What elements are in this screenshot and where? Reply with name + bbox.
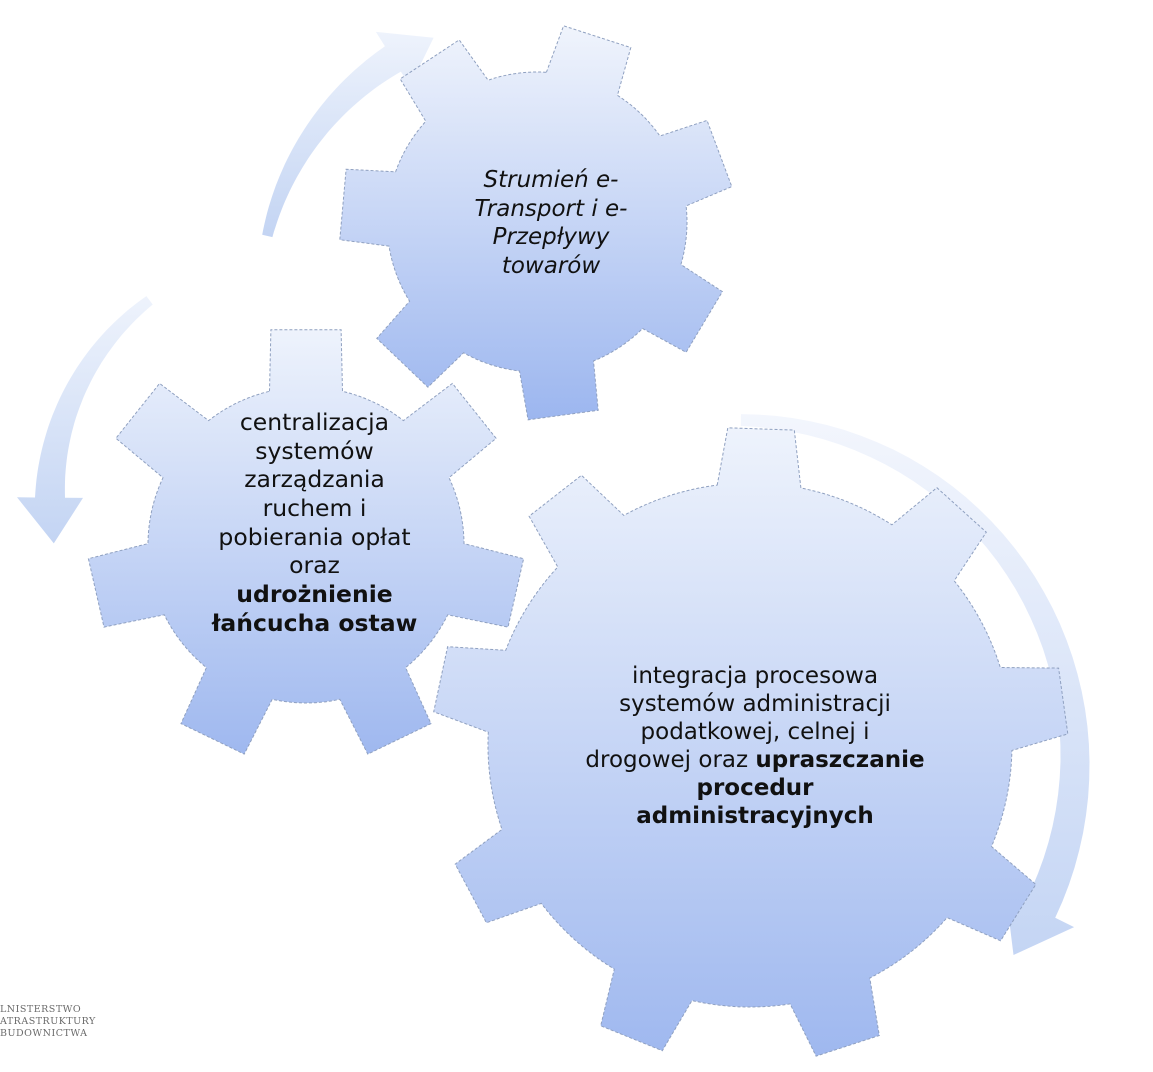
gear-right-line: integracja procesowa — [631, 663, 879, 689]
gear-left-line: zarządzania — [244, 465, 385, 494]
gear-left-bold-line: udrożnienie — [236, 579, 393, 608]
gear-right-bold-line: administracyjnych — [636, 803, 874, 830]
gear-right — [433, 427, 1069, 1057]
arrow-left-icon — [17, 296, 153, 544]
gear-left-label: centralizacja systemów zarządzania ruche… — [187, 408, 442, 637]
gear-right-line: podatkowej, celnej i — [640, 719, 870, 746]
gear-top-line: Strumień e- — [483, 167, 619, 193]
gear-top-line: towarów — [501, 252, 601, 279]
gear-left-bold-line: łańcucha ostaw — [211, 608, 418, 637]
gear-right-bold-line: procedur — [696, 775, 814, 802]
ministry-logo: LNISTERSTWO ATRASTRUKTURY BUDOWNICTWA — [0, 1004, 130, 1040]
gear-left — [87, 329, 525, 755]
gear-left-line: ruchem i — [262, 493, 367, 522]
gear-top — [339, 25, 733, 421]
logo-line: ATRASTRUKTURY — [0, 1016, 96, 1028]
logo-line: BUDOWNICTWA — [0, 1028, 88, 1040]
gear-top-label: Strumień e- Transport i e- Przepływy tow… — [442, 166, 660, 280]
arrow-top-icon — [262, 31, 434, 238]
gear-left-line: oraz — [289, 551, 340, 580]
gear-right-line: drogowej oraz — [585, 747, 756, 774]
arrow-right-icon — [740, 414, 1090, 956]
gear-left-line: systemów — [255, 436, 374, 465]
gear-top-line: Przepływy — [492, 224, 610, 251]
logo-line: LNISTERSTWO — [0, 1004, 82, 1015]
gear-right-bold-line: upraszczanie — [755, 747, 925, 774]
gear-left-line: pobierania opłat — [218, 522, 411, 551]
gear-right-line: systemów administracji — [619, 691, 891, 718]
gear-left-line: centralizacja — [239, 408, 390, 436]
gear-right-label: integracja procesowa systemów administra… — [560, 662, 950, 830]
gear-top-line: Transport i e- — [474, 195, 628, 222]
gear-right-line-mixed: drogowej oraz upraszczanie — [560, 746, 950, 774]
